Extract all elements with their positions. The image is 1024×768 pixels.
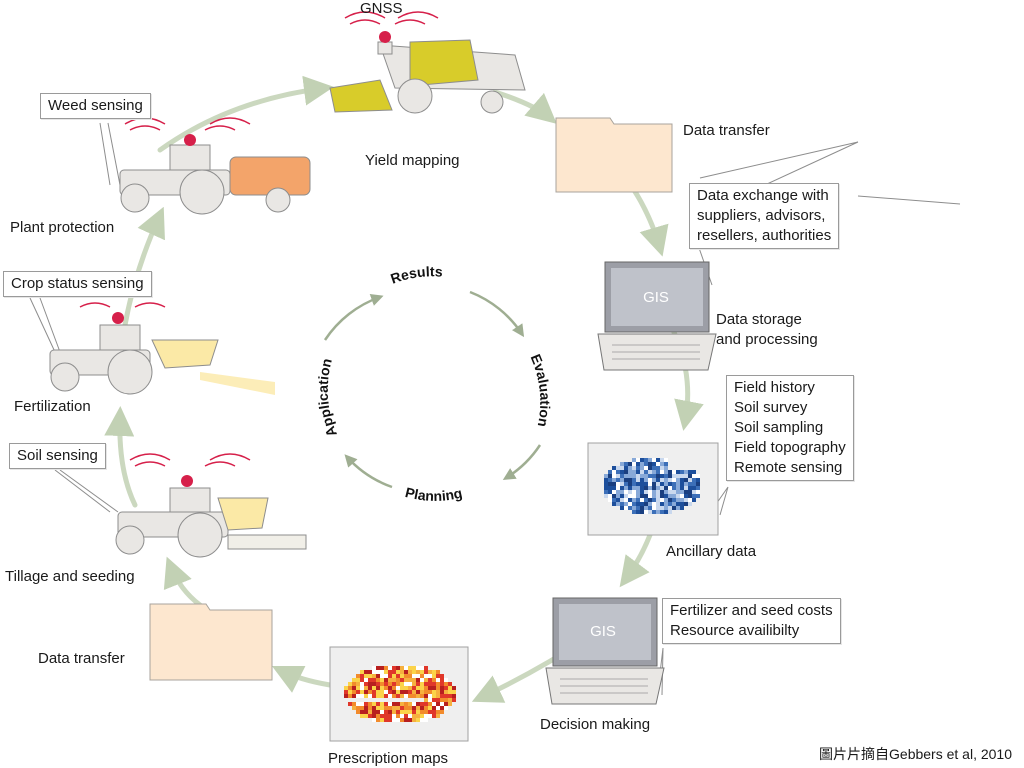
- laptop-gis-bottom: GIS: [545, 597, 665, 705]
- yield-mapping-label: Yield mapping: [365, 152, 460, 169]
- gnss-signal-icon: [344, 11, 439, 25]
- plant-protection-label: Plant protection: [10, 219, 115, 236]
- inner-cycle: Results Evaluation Planning Application: [315, 263, 554, 504]
- soil-map-blue-icon: [604, 458, 700, 514]
- prescription-maps-label: Prescription maps: [328, 750, 449, 767]
- decision-inputs-callout: Fertilizer and seed costs Resource avail…: [662, 598, 841, 644]
- prescription-map-red-icon: [344, 666, 456, 722]
- cycle-results: Results: [388, 263, 443, 286]
- tractor-seeder: [115, 453, 307, 558]
- ancillary-data-label: Ancillary data: [666, 543, 757, 560]
- cycle-application: Application: [315, 357, 340, 440]
- gnss-label: GNSS: [360, 0, 403, 17]
- tractor-fertilizer: [49, 302, 275, 395]
- sprayer-tank-icon: [229, 156, 311, 196]
- image-credit: 圖片片摘自Gebbers et al, 2010: [819, 746, 1012, 762]
- laptop-gis-top: GIS: [597, 261, 717, 371]
- gis-screen-label-bottom: GIS: [590, 623, 616, 640]
- arrow-ancillary-to-decision: [619, 532, 653, 588]
- arrow-plant-to-yield: [157, 75, 334, 153]
- arrow-yield-to-transfer: [492, 89, 557, 124]
- seed-hopper-icon: [217, 497, 269, 531]
- tractor-sprayer: [119, 117, 311, 215]
- data-transfer-left-label: Data transfer: [38, 650, 125, 667]
- combine-harvester: [329, 11, 526, 114]
- tillage-seeding-label: Tillage and seeding: [5, 568, 135, 585]
- decision-making-label: Decision making: [540, 716, 651, 733]
- data-storage-label: Data storage and processing: [716, 311, 818, 348]
- arrow-tillage-to-fertilization: [104, 406, 138, 508]
- arrow-prescription-to-transfer: [271, 665, 333, 693]
- cycle-evaluation: Evaluation: [528, 352, 554, 429]
- ancillary-sources-callout: Field history Soil survey Soil sampling …: [726, 375, 854, 481]
- fertilizer-hopper-icon: [151, 339, 219, 369]
- arrow-transfer-to-tillage: [163, 556, 203, 608]
- ancillary-data-map: [587, 442, 719, 536]
- inner-arrow-3: [344, 454, 393, 489]
- soil-sensing-box: Soil sensing: [9, 443, 106, 469]
- cycle-planning: Planning: [404, 484, 464, 504]
- prescription-map: [329, 646, 469, 742]
- folder-icon-left: [149, 603, 273, 681]
- inner-arrow-1: [469, 290, 525, 338]
- inner-arrow-4: [323, 294, 384, 341]
- folder-icon-top: [555, 117, 673, 193]
- gnss-antenna-icon: [379, 31, 391, 43]
- fertilization-label: Fertilization: [14, 398, 91, 415]
- data-exchange-callout: Data exchange with suppliers, advisors, …: [689, 183, 840, 249]
- data-transfer-top-label: Data transfer: [683, 122, 770, 139]
- arrow-fertilization-to-plant: [122, 206, 165, 328]
- gis-screen-label-top: GIS: [643, 289, 669, 306]
- inner-arrow-2: [502, 444, 542, 480]
- crop-status-sensing-box: Crop status sensing: [3, 271, 152, 297]
- weed-sensing-box: Weed sensing: [40, 93, 151, 119]
